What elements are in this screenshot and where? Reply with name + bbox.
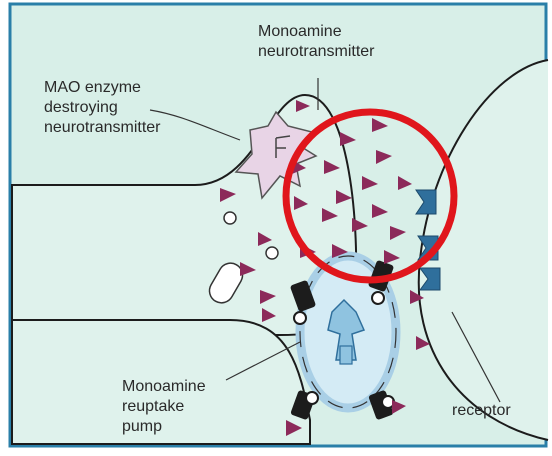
label-line: pump xyxy=(122,417,206,437)
mao-enzyme-label: MAO enzyme destroying neurotransmitter xyxy=(44,78,161,138)
label-line: Monoamine xyxy=(122,377,206,397)
vesicle xyxy=(224,212,236,224)
label-line: neurotransmitter xyxy=(258,42,375,62)
label-line: Monoamine xyxy=(258,22,375,42)
label-line: MAO enzyme xyxy=(44,78,161,98)
receptor-label: receptor xyxy=(452,401,511,421)
label-line: destroying xyxy=(44,98,161,118)
label-line: reuptake xyxy=(122,397,206,417)
monoamine-neurotransmitter-label: Monoamine neurotransmitter xyxy=(258,22,375,62)
label-line: neurotransmitter xyxy=(44,118,161,138)
reuptake-pump-label: Monoamine reuptake pump xyxy=(122,377,206,437)
vesicle xyxy=(266,247,278,259)
